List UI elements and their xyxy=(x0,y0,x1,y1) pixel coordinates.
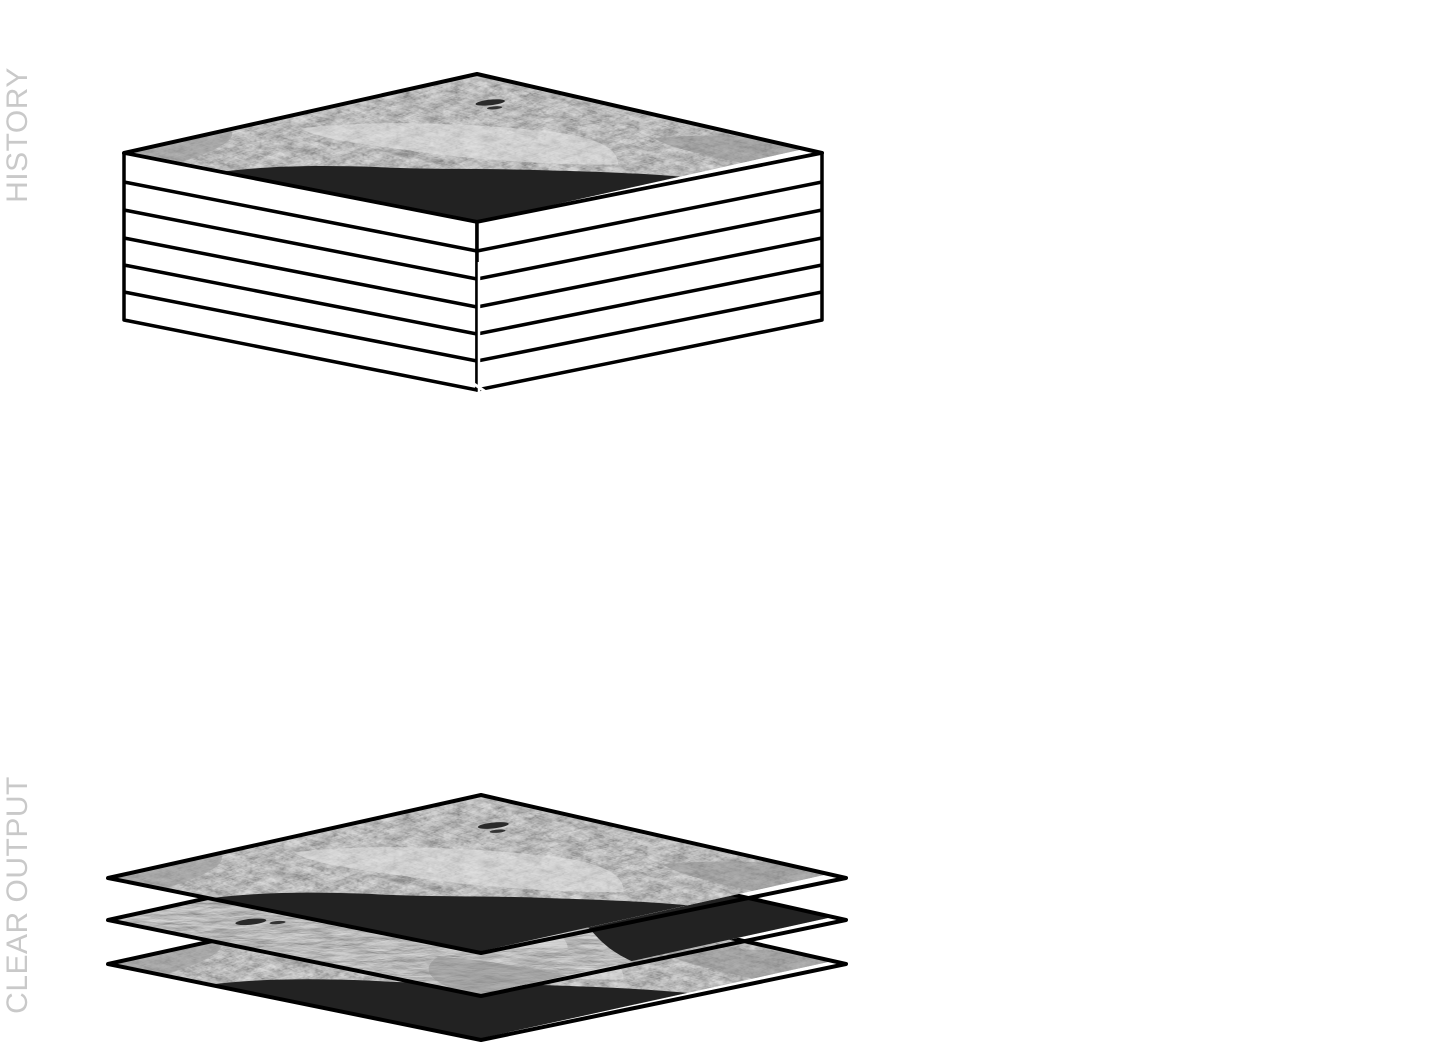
block-stripes-left xyxy=(123,180,478,363)
stacked-block-figure xyxy=(122,72,824,394)
block-stripes-right xyxy=(476,180,823,363)
exploded-stack-figure xyxy=(106,793,848,1042)
stack-layer-1 xyxy=(106,793,848,955)
